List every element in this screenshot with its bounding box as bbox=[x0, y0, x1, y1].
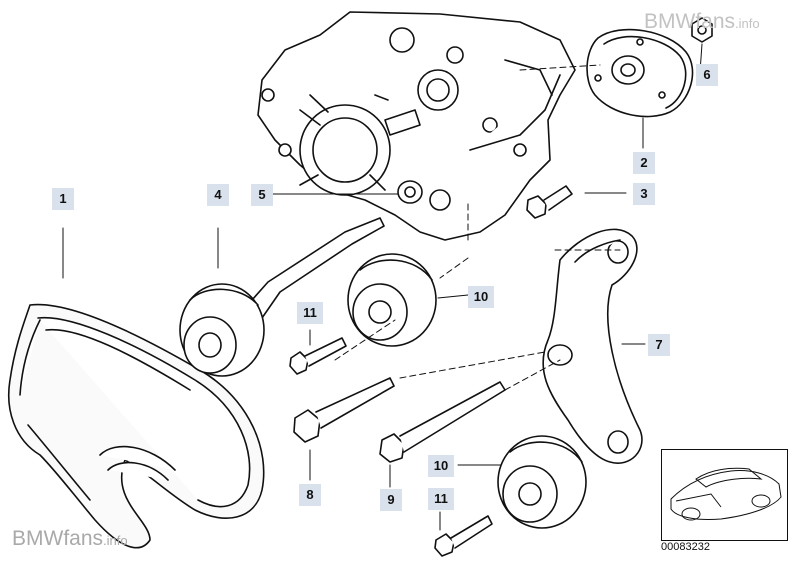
long-bolt-8 bbox=[293, 377, 395, 443]
callout-part-7: 7 bbox=[648, 334, 670, 356]
leader-lines bbox=[62, 43, 703, 531]
callout-part-4: 4 bbox=[207, 184, 229, 206]
diagram-id: 00083232 bbox=[661, 541, 710, 553]
belt-tensioner bbox=[586, 28, 694, 118]
ribbed-v-belt bbox=[8, 303, 265, 549]
bolt-11-lower bbox=[434, 515, 493, 557]
bolt-3 bbox=[526, 185, 573, 219]
callout-part-2: 2 bbox=[633, 152, 655, 174]
vehicle-thumbnail-frame bbox=[661, 449, 788, 541]
callout-part-9: 9 bbox=[380, 489, 402, 511]
callout-part-11-lower: 11 bbox=[428, 488, 454, 510]
callout-part-8: 8 bbox=[299, 484, 321, 506]
callout-part-1: 1 bbox=[52, 188, 74, 210]
spacer-washer bbox=[397, 180, 423, 204]
deflection-pulley-lower bbox=[497, 435, 587, 529]
long-bolt-9 bbox=[379, 381, 506, 463]
watermark-bottom: BMWfans.info bbox=[12, 527, 128, 550]
idler-pulley-with-arm bbox=[179, 217, 385, 377]
callout-part-5: 5 bbox=[251, 184, 273, 206]
callout-part-10-lower: 10 bbox=[428, 455, 454, 477]
deflection-pulley-upper bbox=[347, 253, 437, 347]
callout-part-3: 3 bbox=[633, 183, 655, 205]
bolt-11-upper bbox=[289, 337, 347, 375]
vehicle-thumbnail bbox=[670, 467, 782, 521]
pulley-bracket bbox=[542, 228, 643, 464]
hex-nut bbox=[691, 17, 713, 43]
engine-housing bbox=[257, 11, 576, 241]
callout-part-10-upper: 10 bbox=[468, 286, 494, 308]
callout-part-6: 6 bbox=[696, 64, 718, 86]
watermark-top: BMWfans.info bbox=[644, 10, 760, 33]
callout-part-11-upper: 11 bbox=[297, 302, 323, 324]
